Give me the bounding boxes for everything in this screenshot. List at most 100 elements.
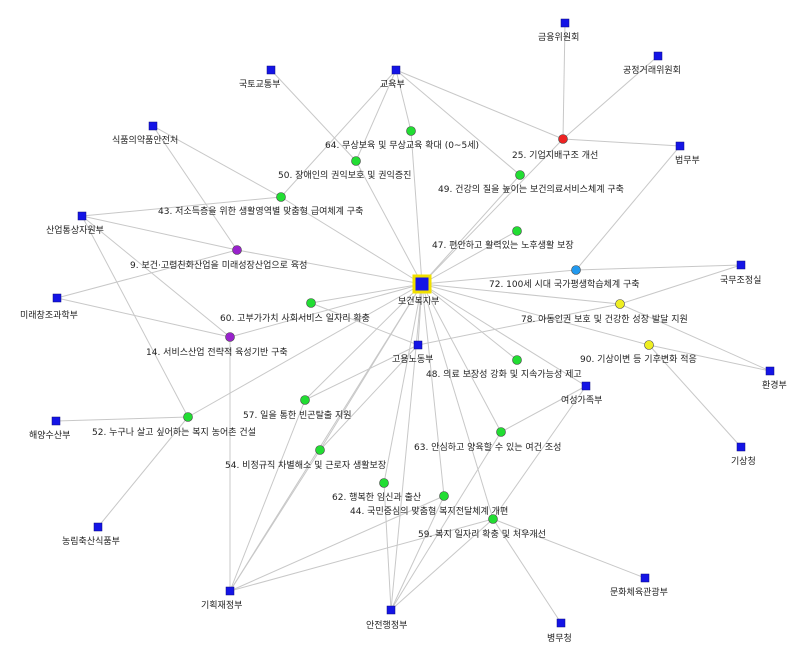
edge-p49-moe — [395, 69, 521, 176]
agency-node-mosf — [225, 586, 235, 596]
edge-p63-mw — [421, 283, 502, 433]
agency-label-mospa: 안전행정부 — [366, 619, 407, 631]
agency-node-moel — [413, 340, 423, 350]
agency-node-mogef — [581, 381, 591, 391]
policy-node-p14 — [225, 332, 235, 342]
agency-label-moj: 법무부 — [675, 155, 700, 166]
policy-label-p62: 62. 행복한 임신과 출산 — [332, 491, 421, 503]
agency-node-mma — [556, 618, 566, 628]
policy-label-p52: 52. 누구나 살고 싶어하는 복지 농어촌 건설 — [92, 427, 256, 438]
edge-p64-mw — [410, 130, 423, 285]
edge-p57-mw — [304, 283, 423, 401]
policy-node-p47 — [512, 226, 522, 236]
edge-p50-molit — [270, 69, 357, 162]
policy-label-p57: 57. 일을 통한 빈곤탈출 지원 — [243, 410, 352, 421]
edge-p60-moel — [310, 302, 419, 346]
edge-p64-moe — [395, 69, 412, 132]
policy-label-p50: 50. 장애인의 권익보호 및 권익증진 — [278, 169, 411, 181]
policy-label-p9: 9. 보건·고령친화산업을 미래성장산업으로 육성 — [130, 259, 307, 271]
edge-p14-motie — [81, 215, 231, 338]
agency-label-msip: 미래창조과학부 — [20, 310, 78, 321]
edge-p57-moel — [304, 344, 419, 401]
policy-node-p57 — [300, 395, 310, 405]
edge-p59-mospa — [390, 518, 494, 611]
policy-node-p50 — [351, 156, 361, 166]
edge-p72-mw — [421, 269, 577, 285]
policy-node-p64 — [406, 126, 416, 136]
edge-p44-mospa — [390, 495, 445, 611]
agency-label-motie: 산업통상자원부 — [46, 225, 104, 236]
edge-p14-mw — [229, 283, 423, 338]
agency-node-moe — [391, 65, 401, 75]
edge-p25-moj — [562, 138, 681, 147]
edge-p78-mw — [421, 283, 621, 305]
node-layer — [51, 18, 775, 628]
edge-p78-moel — [417, 303, 621, 346]
policy-label-p90: 90. 기상이변 등 기후변화 적응 — [580, 353, 697, 365]
edge-p50-moe — [355, 69, 397, 162]
agency-label-fsc: 금융위원회 — [538, 32, 579, 43]
policy-label-p25: 25. 기업지배구조 개선 — [512, 150, 598, 161]
agency-label-me: 환경부 — [762, 379, 787, 391]
edge-p59-mma — [492, 518, 562, 624]
policy-label-p43: 43. 저소득층을 위한 생활영역별 맞춤형 급여체계 구축 — [158, 205, 363, 217]
policy-label-p59: 59. 복지 일자리 확충 및 처우개선 — [418, 528, 546, 540]
edge-mw-mosf — [229, 283, 423, 592]
edge-p63-mogef — [500, 385, 587, 433]
policy-label-p72: 72. 100세 시대 국가평생학습체계 구축 — [489, 278, 640, 290]
edge-p9-motie — [81, 215, 238, 251]
policy-label-p78: 78. 아동인권 보호 및 건강한 성장 발달 지원 — [521, 313, 688, 325]
edge-p25-moe — [395, 69, 564, 140]
agency-node-mcst — [640, 573, 650, 583]
edge-p48-mw — [421, 283, 518, 361]
policy-node-p52 — [183, 412, 193, 422]
agency-node-kma — [736, 442, 746, 452]
policy-node-p72 — [571, 265, 581, 275]
agency-node-fsc — [560, 18, 570, 28]
agency-label-mosf: 기획재정부 — [201, 599, 242, 611]
policy-label-p14: 14. 서비스산업 전략적 육성기반 구축 — [146, 346, 288, 358]
agency-node-molit — [266, 65, 276, 75]
edge-p52-mw — [187, 283, 423, 418]
agency-node-me — [765, 366, 775, 376]
policy-node-p62 — [379, 478, 389, 488]
edge-p90-me — [648, 344, 771, 372]
edge-p52-mafra — [97, 416, 189, 528]
agency-label-mma: 병무청 — [547, 633, 572, 644]
policy-node-p9 — [232, 245, 242, 255]
policy-label-p54: 54. 비정규직 차별해소 및 근로자 생활보장 — [225, 459, 386, 471]
edge-p60-mw — [310, 283, 423, 304]
policy-node-p49 — [515, 170, 525, 180]
policy-label-p47: 47. 편안하고 활력있는 노후생활 보장 — [432, 239, 574, 251]
policy-node-p59 — [488, 514, 498, 524]
edge-mogef-mw — [421, 283, 587, 387]
agency-label-moe: 교육부 — [380, 79, 405, 90]
agency-node-motie — [77, 211, 87, 221]
edge-mw-mospa — [390, 283, 423, 611]
policy-label-p49: 49. 건강의 질을 높이는 보건의료서비스체계 구축 — [438, 183, 624, 195]
edge-p9-mw — [236, 249, 423, 285]
edge-p47-mw — [421, 230, 518, 285]
agency-label-molit: 국토교통부 — [239, 79, 280, 90]
edge-p9-mfds — [152, 125, 238, 251]
agency-node-msip — [52, 293, 62, 303]
edge-p52-motie — [81, 215, 189, 418]
edge-p90-mw — [421, 283, 650, 346]
policy-node-p90 — [644, 340, 654, 350]
agency-label-mfds: 식품의약품안전처 — [112, 134, 178, 146]
agency-node-mof — [51, 416, 61, 426]
agency-node-moj — [675, 141, 685, 151]
edge-p72-opm — [575, 264, 742, 271]
policy-node-p60 — [306, 298, 316, 308]
agency-node-mfds — [148, 121, 158, 131]
agency-node-ftc — [653, 51, 663, 61]
agency-node-mospa — [386, 605, 396, 615]
hub-node-mw — [412, 274, 432, 294]
edge-p43-motie — [81, 196, 282, 217]
edge-p9-msip — [56, 249, 238, 299]
edge-p49-mw — [421, 174, 521, 285]
policy-label-p48: 48. 의료 보장성 강화 및 지속가능성 제고 — [426, 368, 582, 380]
policy-label-p64: 64. 무상보육 및 무상교육 확대 (0~5세) — [325, 139, 479, 151]
agency-label-opm: 국무조정실 — [720, 275, 761, 286]
